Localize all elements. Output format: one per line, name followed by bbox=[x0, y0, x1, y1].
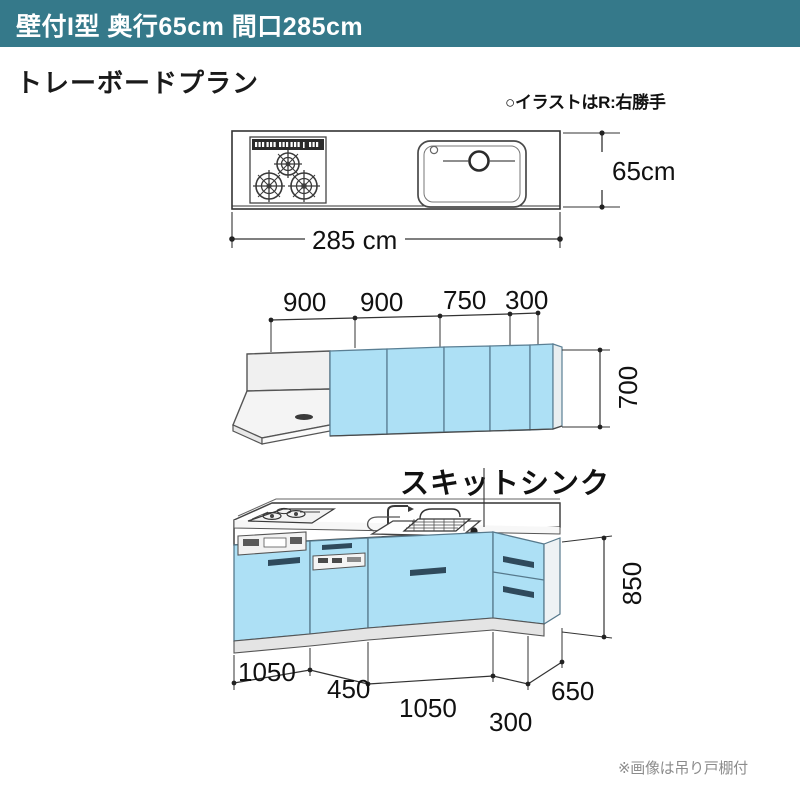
header-bar bbox=[0, 0, 800, 47]
upper-dim-900-a: 900 bbox=[283, 287, 327, 317]
image-footnote: ※画像は吊り戸棚付 bbox=[618, 760, 748, 777]
plan-subtitle: トレーボードプラン bbox=[16, 68, 260, 98]
handle-1 bbox=[268, 557, 300, 566]
upper-side-panel bbox=[552, 343, 563, 430]
upper-dim-750: 750 bbox=[443, 285, 487, 315]
sink-drain bbox=[468, 150, 490, 172]
sink-basin bbox=[417, 140, 527, 208]
upper-cabinet-doors bbox=[329, 343, 563, 437]
upper-door-2 bbox=[386, 346, 445, 435]
lower-dim-1050-a: 1050 bbox=[238, 657, 296, 687]
lower-door-2 bbox=[309, 537, 369, 635]
depth-dimension-label: 65cm bbox=[612, 156, 676, 186]
handle-5 bbox=[503, 586, 534, 598]
countertop bbox=[233, 498, 561, 546]
cooktop-3d bbox=[247, 507, 337, 524]
upper-door-5 bbox=[529, 343, 554, 431]
drain-3d bbox=[470, 527, 478, 535]
lower-height-dimension bbox=[561, 535, 613, 640]
handedness-note: ○イラストはR:右勝手 bbox=[505, 93, 666, 112]
lower-height-label: 850 bbox=[617, 561, 648, 606]
upper-dim-900-b: 900 bbox=[360, 287, 404, 317]
upper-height-label: 700 bbox=[613, 365, 644, 410]
lower-cabinet-fronts bbox=[233, 531, 561, 654]
burner-rear bbox=[274, 150, 302, 178]
upper-door-1 bbox=[329, 348, 388, 437]
range-hood bbox=[232, 350, 331, 445]
handle-4 bbox=[503, 556, 534, 568]
lower-dim-450: 450 bbox=[327, 674, 371, 704]
lower-side-panel bbox=[543, 537, 561, 626]
upper-dim-300: 300 bbox=[505, 285, 549, 315]
sink-3d bbox=[369, 520, 482, 537]
oven-control-panel bbox=[237, 531, 307, 556]
dish-rack bbox=[402, 508, 472, 532]
cabinet-handles bbox=[268, 543, 534, 598]
upper-door-4 bbox=[489, 344, 531, 432]
handle-2 bbox=[322, 543, 352, 550]
toe-kick bbox=[233, 617, 545, 654]
burner-right bbox=[288, 170, 320, 202]
lower-door-1 bbox=[233, 540, 311, 642]
width-dimension-label: 285 cm bbox=[312, 225, 398, 255]
upper-height-dimension bbox=[562, 347, 610, 430]
handle-3 bbox=[410, 567, 446, 576]
burner-left bbox=[253, 170, 285, 202]
lower-dim-1050-b: 1050 bbox=[399, 693, 457, 723]
lower-door-3 bbox=[367, 531, 494, 629]
faucet-hole bbox=[429, 145, 439, 155]
sink-product-label: スキットシンク bbox=[400, 468, 611, 500]
lower-drawer-unit bbox=[492, 531, 545, 625]
dishwasher-panel bbox=[312, 552, 366, 571]
hood-handle bbox=[295, 414, 313, 420]
gas-cooktop-3-burner bbox=[249, 136, 327, 204]
page-title: 壁付I型 奥行65cm 間口285cm bbox=[16, 13, 364, 41]
lower-dim-650: 650 bbox=[551, 676, 595, 706]
lower-dim-300: 300 bbox=[489, 707, 533, 737]
upper-door-3 bbox=[443, 345, 491, 433]
